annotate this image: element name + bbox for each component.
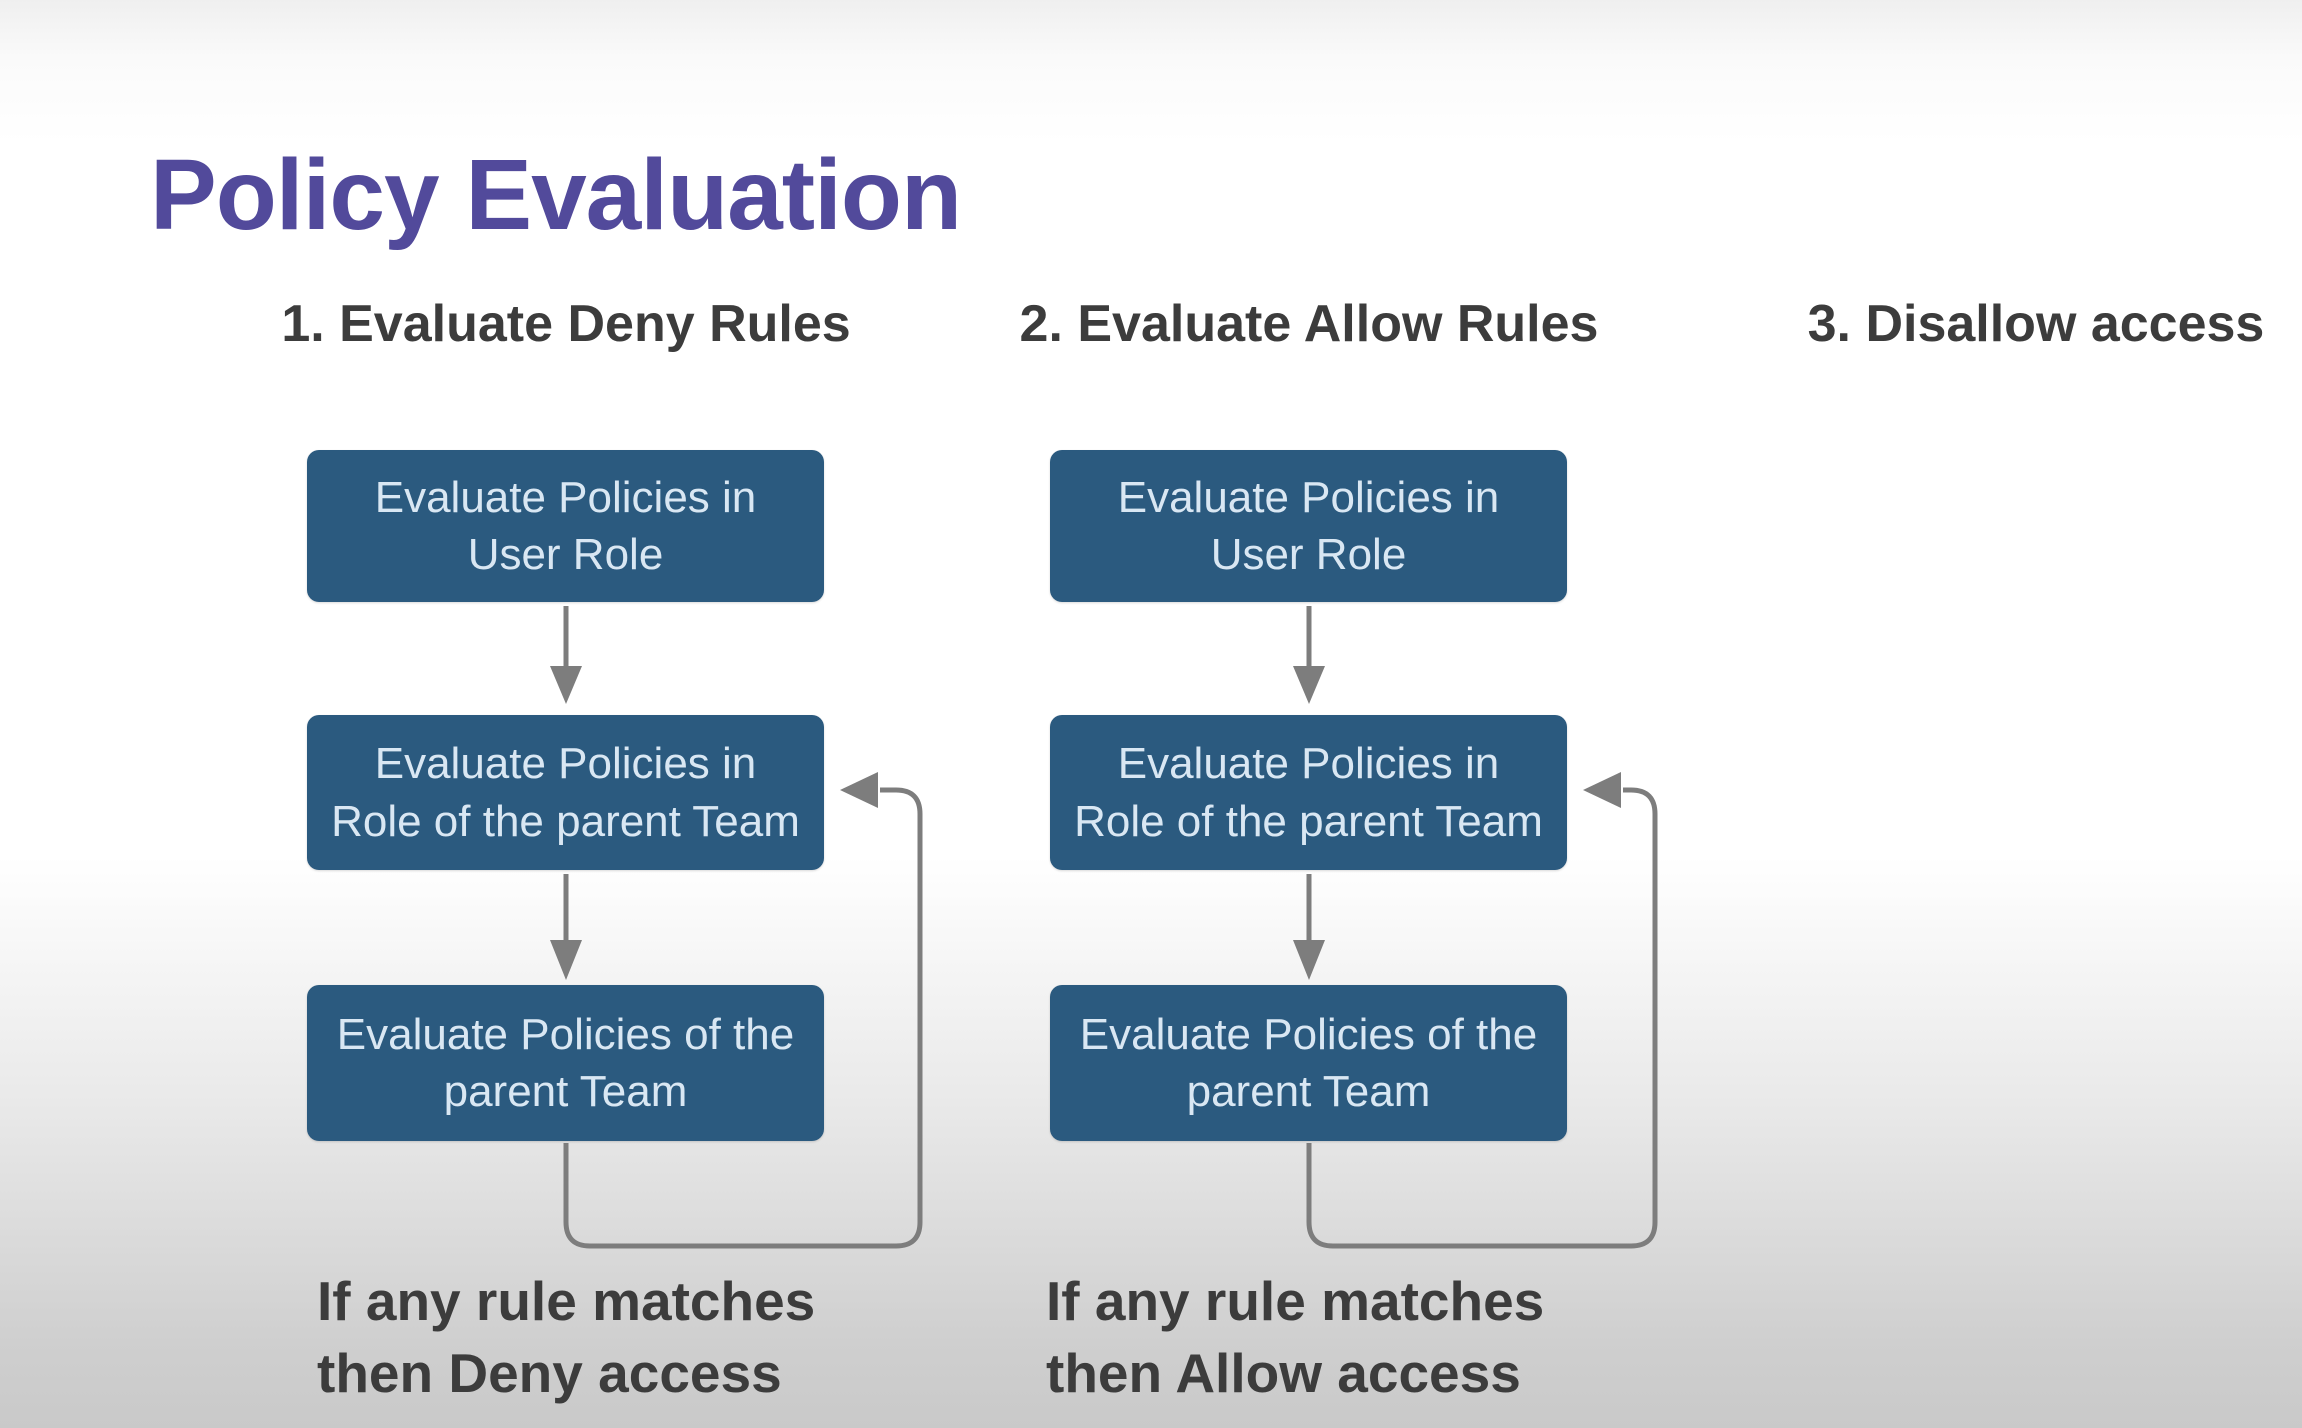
step-3-header: 3. Disallow access bbox=[1807, 295, 2265, 353]
flow-box-parent-team-policies: Evaluate Policies of the parent Team bbox=[307, 985, 824, 1141]
flow-box-label: Evaluate Policies in bbox=[1117, 472, 1500, 522]
step-1-header: 1. Evaluate Deny Rules bbox=[281, 295, 851, 353]
flow-box-label: Evaluate Policies in bbox=[1117, 739, 1500, 789]
flow-box-parent-team-role: Evaluate Policies in Role of the parent … bbox=[307, 715, 824, 870]
loop-return-arrow-icon bbox=[563, 772, 923, 1249]
loop-return-arrow-icon bbox=[1306, 772, 1658, 1249]
arrow-down-icon bbox=[1293, 606, 1325, 980]
flow-box-label: parent Team bbox=[443, 1067, 688, 1116]
flow-box-label: User Role bbox=[1210, 530, 1407, 579]
allow-note: If any rule matches then Allow access bbox=[1046, 1266, 1544, 1409]
step-2-header: 2. Evaluate Allow Rules bbox=[1019, 295, 1599, 353]
flow-box-label: Evaluate Policies of the bbox=[1079, 1009, 1538, 1059]
flow-box-label: Evaluate Policies in bbox=[374, 472, 757, 522]
allow-note-line: If any rule matches bbox=[1046, 1270, 1545, 1332]
deny-note-line: then Deny access bbox=[317, 1341, 782, 1404]
flow-box-parent-team-policies: Evaluate Policies of the parent Team bbox=[1050, 985, 1567, 1141]
flow-box-label: Evaluate Policies in bbox=[374, 739, 757, 789]
flow-box-label: Role of the parent Team bbox=[331, 796, 800, 846]
flow-box-label: User Role bbox=[467, 530, 664, 579]
flow-box-user-role: Evaluate Policies in User Role bbox=[1050, 450, 1567, 602]
allow-note-line: then Allow access bbox=[1046, 1341, 1521, 1404]
flow-box-label: Role of the parent Team bbox=[1074, 796, 1543, 846]
deny-note-line: If any rule matches bbox=[317, 1270, 816, 1332]
flow-box-label: Evaluate Policies of the bbox=[336, 1009, 795, 1059]
arrow-down-icon bbox=[550, 606, 582, 980]
flow-box-parent-team-role: Evaluate Policies in Role of the parent … bbox=[1050, 715, 1567, 870]
deny-note: If any rule matches then Deny access bbox=[317, 1266, 815, 1409]
page-title: Policy Evaluation bbox=[150, 139, 962, 251]
flow-box-user-role: Evaluate Policies in User Role bbox=[307, 450, 824, 602]
flow-box-label: parent Team bbox=[1186, 1067, 1431, 1116]
